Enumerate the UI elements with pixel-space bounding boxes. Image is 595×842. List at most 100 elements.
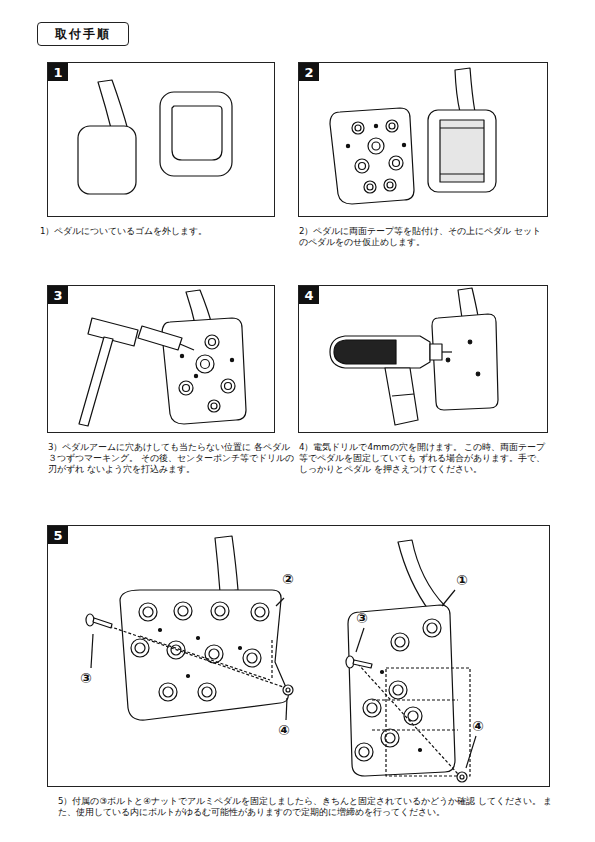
drilling-part (468, 340, 472, 344)
callout-number: ③ (80, 670, 92, 686)
drilling-part (458, 288, 478, 318)
step-number: 4 (299, 286, 319, 304)
marking-and-punch-part (180, 344, 194, 350)
assembly-side-view-part (359, 747, 369, 757)
plate-and-tape-part (440, 127, 484, 128)
marking-and-punch-part (88, 318, 138, 346)
assembly-front-view-part (100, 623, 286, 688)
step-caption: 5）付属の③ボルトと④ナットでアルミペダルを固定しましたら、きちんと固定されてい… (58, 796, 558, 818)
step-panel: 3）ペダルアームに穴あけしても当たらない位置に 各ペダル３つずつマーキング。 そ… (47, 285, 275, 433)
step-panel: 4）電気ドリルで4mmの穴を開けます。 この時、両面テープ等でペダルを固定してい… (298, 285, 548, 433)
assembly-side-view-part (381, 671, 384, 674)
assembly-side-view-part (391, 633, 409, 651)
step-number: 1 (48, 63, 68, 81)
plate-and-tape-part (393, 160, 400, 167)
assembly-front-view-part (140, 636, 270, 680)
assembly-front-view-part (187, 675, 190, 678)
assembly-front-view-part (215, 606, 225, 616)
step-number: 3 (48, 286, 68, 304)
pedal-rubber-removal-part (160, 92, 232, 176)
marking-and-punch-part (162, 318, 246, 424)
drilling (330, 288, 498, 425)
assembly-front-view-part (211, 602, 229, 620)
assembly-front-view-part (205, 645, 223, 663)
assembly-front-view (86, 536, 293, 720)
plate-and-tape-part (359, 163, 366, 170)
drilling-part (430, 344, 442, 360)
step-panel: 1）ペダルについているゴムを外します。1 (47, 62, 275, 217)
plate-and-tape-part (367, 184, 373, 190)
assembly-side-view-part (381, 729, 399, 747)
assembly-front-view-part (139, 603, 157, 621)
step-caption: 3）ペダルアームに穴あけしても当たらない位置に 各ペダル３つずつマーキング。 そ… (48, 442, 298, 475)
plate-and-tape-part (368, 138, 384, 154)
assembly-front-view-part (135, 643, 145, 653)
assembly-front-view-part (120, 590, 288, 720)
assembly-front-view-part (251, 603, 269, 621)
marking-and-punch-part (79, 337, 113, 426)
assembly-side-view-part (355, 743, 373, 761)
marking-and-punch-part (221, 379, 235, 393)
step-number-text: 2 (304, 65, 313, 80)
assembly-side-view-part (460, 775, 464, 779)
marking-and-punch-part (179, 381, 193, 395)
assembly-front-view-part (202, 687, 212, 697)
step-number: 2 (299, 63, 319, 81)
drilling-part (392, 394, 414, 396)
title-text: 取付手順 (55, 26, 111, 43)
assembly-front-view-part (91, 634, 93, 668)
assembly-side-view-part (395, 637, 405, 647)
assembly-front-view-part (159, 683, 177, 701)
assembly-front-view-part (255, 607, 265, 617)
drilling-part (432, 314, 498, 410)
drilling-part (476, 372, 480, 376)
callout-number: ④ (278, 722, 290, 738)
plate-and-tape-part (386, 120, 398, 132)
assembly-front-view-part (209, 649, 219, 659)
assembly-side-view-part (442, 590, 455, 606)
plate-and-tape-part (402, 143, 405, 146)
assembly-side-view-part (363, 699, 381, 717)
assembly-side-view-part (457, 772, 467, 782)
assembly-front-view-part (243, 649, 261, 667)
step-panel: 2）ペダルに両面テープ等を貼付け、その上にペダル セットのペダルをのせ仮止めしま… (298, 62, 548, 217)
assembly-side-view-part (358, 664, 458, 774)
plate-and-tape-part (389, 156, 403, 170)
assembly-side-view-part (386, 668, 470, 776)
plate-and-tape-part (352, 122, 364, 134)
marking-and-punch-part (225, 383, 232, 390)
assembly-front-view-part (197, 637, 200, 640)
assembly-side-view-part (423, 619, 441, 637)
plate-and-tape-part (355, 159, 369, 173)
assembly-side-view-part (356, 628, 364, 652)
pedal-rubber-removal-part (172, 106, 222, 160)
assembly-side-view-part (408, 711, 418, 721)
drilling-part (442, 351, 452, 352)
plate-and-tape-part (330, 108, 414, 204)
plate-and-tape-part (440, 120, 484, 182)
assembly-front-view-part (286, 698, 287, 720)
plate-and-tape-part (428, 110, 496, 192)
marking-and-punch-part (211, 403, 217, 409)
callout-number: ④ (472, 718, 484, 734)
step-caption: 2）ペダルに両面テープ等を貼付け、その上にペダル セットのペダルをのせ仮止めしま… (299, 226, 549, 248)
drilling-part (330, 336, 430, 368)
plate-and-tape-part (440, 173, 484, 174)
marking-and-punch (79, 290, 246, 426)
callout-number: ② (282, 571, 294, 587)
assembly-front-view-part (174, 602, 192, 620)
marking-and-punch-part (230, 358, 233, 361)
assembly-side-view-part (393, 685, 403, 695)
plate-and-tape-part (374, 124, 377, 127)
plate-and-tape-part (346, 144, 349, 147)
plate-and-tape-part (455, 68, 475, 112)
plate-and-tape-part (372, 142, 380, 150)
title-box: 取付手順 (37, 22, 129, 46)
assembly-side-view (346, 540, 476, 782)
assembly-side-view-part (367, 703, 377, 713)
plate-and-tape-part (387, 182, 393, 188)
assembly-front-view-part (239, 647, 242, 650)
assembly-front-view-part (283, 685, 293, 695)
step-caption: 1）ペダルについているゴムを外します。 (40, 226, 290, 237)
step-number-text: 4 (304, 288, 313, 303)
